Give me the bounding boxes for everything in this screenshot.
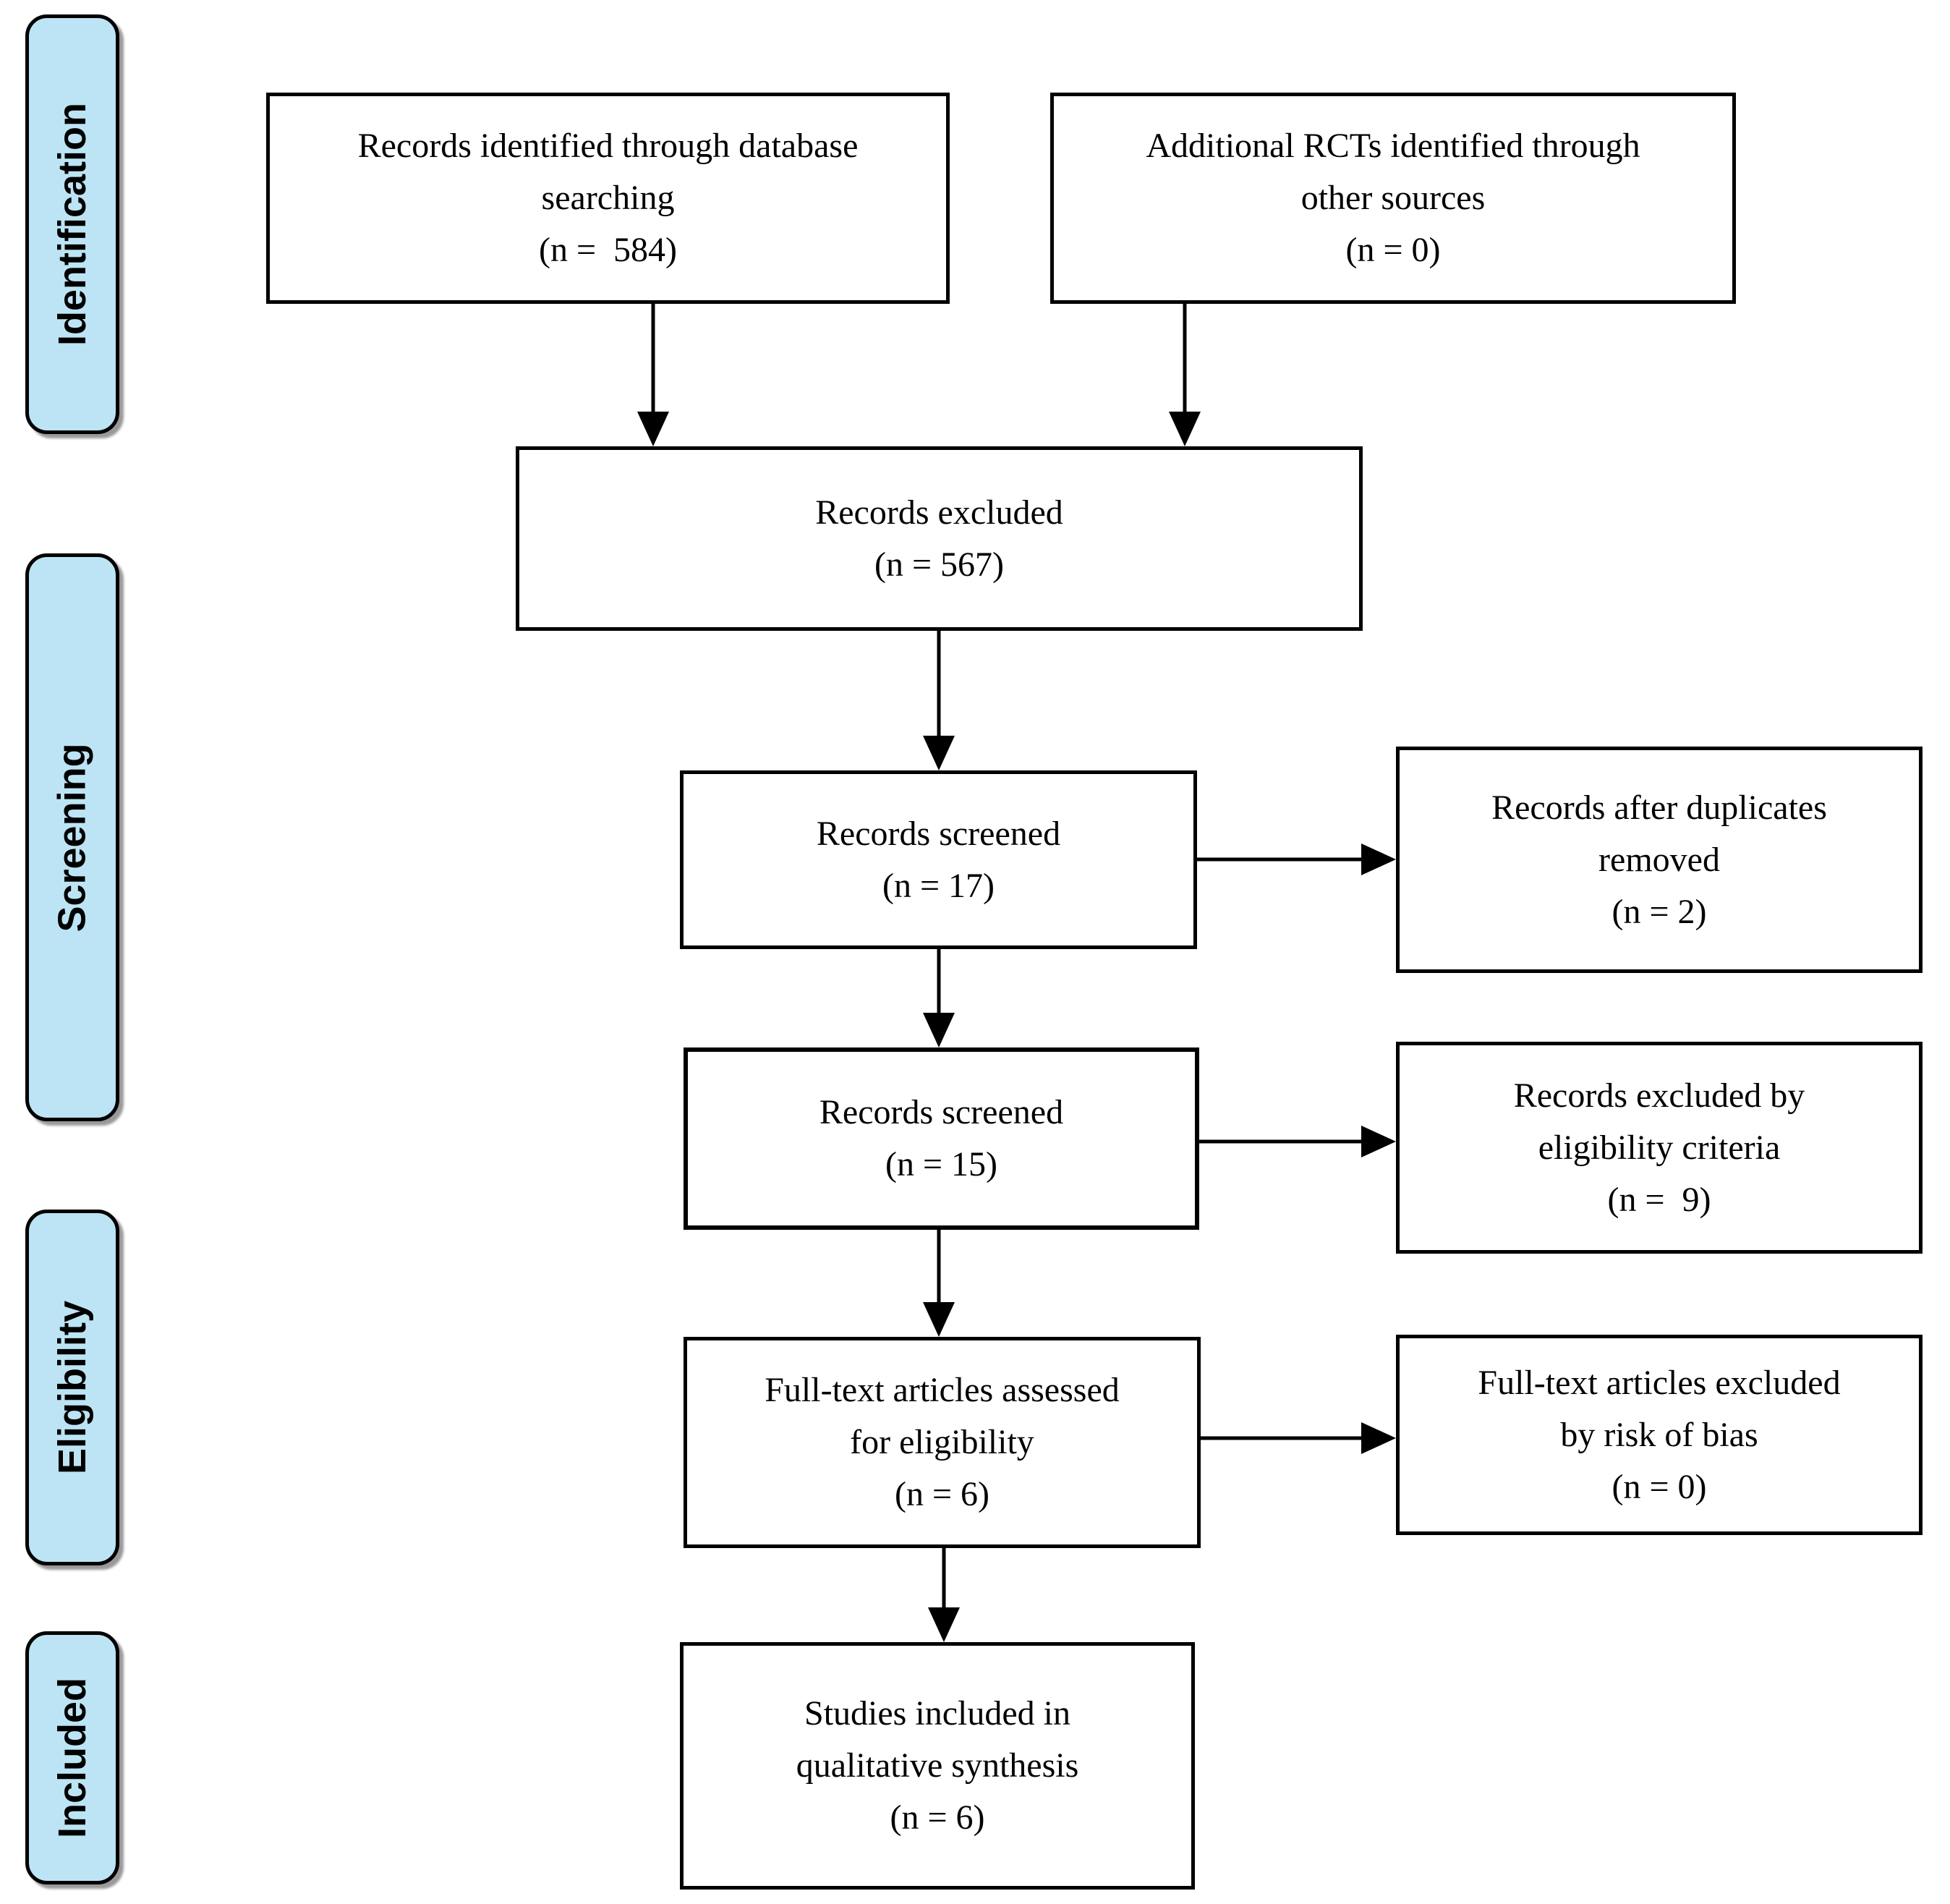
stage-label-eligibility: Eligibility [25, 1210, 119, 1565]
arrowhead-down-icon [1169, 412, 1201, 446]
box-fulltext-assessed-eligibility: Full-text articles assessed for eligibil… [684, 1337, 1201, 1548]
box-records-excluded-eligibility-criteria-text: Records excluded by eligibility criteria… [1513, 1076, 1805, 1219]
arrow-shaft [937, 949, 941, 1016]
stage-label-screening: Screening [25, 553, 119, 1121]
arrow-screened-17-to-screened-15 [923, 949, 955, 1047]
arrowhead-down-icon [923, 736, 955, 770]
arrow-records-excluded-to-screened-17 [923, 631, 955, 770]
stage-label-included-text: Included [51, 1677, 95, 1839]
arrow-shaft [1183, 304, 1187, 415]
arrow-shaft [1199, 1139, 1364, 1144]
arrow-other-sources-to-records-excluded [1169, 304, 1201, 446]
arrow-shaft [1201, 1436, 1364, 1440]
box-additional-rcts-other-sources: Additional RCTs identified through other… [1050, 93, 1736, 304]
arrow-shaft [942, 1548, 946, 1610]
box-records-identified-database-text: Records identified through database sear… [357, 127, 859, 269]
box-records-after-duplicates-removed-text: Records after duplicates removed (n = 2) [1491, 788, 1827, 931]
arrow-fulltext-to-excluded-risk-of-bias [1201, 1422, 1396, 1454]
arrow-fulltext-to-included [928, 1548, 960, 1642]
box-fulltext-excluded-risk-of-bias: Full-text articles excluded by risk of b… [1396, 1335, 1923, 1535]
box-additional-rcts-other-sources-text: Additional RCTs identified through other… [1146, 127, 1640, 269]
box-records-excluded: Records excluded (n = 567) [516, 446, 1363, 631]
stage-label-eligibility-text: Eligibility [51, 1300, 94, 1475]
arrow-shaft [937, 1230, 941, 1305]
box-fulltext-excluded-risk-of-bias-text: Full-text articles excluded by risk of b… [1478, 1363, 1841, 1506]
arrow-screened-15-to-excluded-eligibility [1199, 1126, 1396, 1157]
stage-label-identification: Identification [25, 14, 119, 434]
arrowhead-right-icon [1361, 843, 1396, 875]
arrowhead-down-icon [637, 412, 669, 446]
arrow-shaft [651, 304, 655, 415]
box-records-after-duplicates-removed: Records after duplicates removed (n = 2) [1396, 747, 1923, 973]
box-studies-included-qualitative-synthesis-text: Studies included in qualitative synthesi… [796, 1694, 1079, 1837]
stage-label-identification-text: Identification [51, 103, 94, 346]
box-records-screened-17-text: Records screened (n = 17) [816, 814, 1061, 905]
box-records-screened-17: Records screened (n = 17) [680, 770, 1197, 949]
arrowhead-down-icon [923, 1013, 955, 1047]
box-records-screened-15: Records screened (n = 15) [684, 1047, 1199, 1230]
arrow-screened-15-to-fulltext [923, 1230, 955, 1337]
arrow-shaft [937, 631, 941, 739]
arrowhead-right-icon [1361, 1126, 1396, 1157]
stage-label-screening-text: Screening [51, 742, 94, 932]
box-records-excluded-eligibility-criteria: Records excluded by eligibility criteria… [1396, 1042, 1923, 1254]
box-fulltext-assessed-eligibility-text: Full-text articles assessed for eligibil… [765, 1371, 1120, 1513]
box-records-screened-15-text: Records screened (n = 15) [819, 1093, 1064, 1183]
arrowhead-down-icon [923, 1302, 955, 1337]
arrow-database-to-records-excluded [637, 304, 669, 446]
box-records-identified-database: Records identified through database sear… [266, 93, 950, 304]
arrow-shaft [1197, 857, 1364, 862]
arrow-screened-17-to-duplicates-removed [1197, 843, 1396, 875]
box-records-excluded-text: Records excluded (n = 567) [815, 493, 1063, 584]
box-studies-included-qualitative-synthesis: Studies included in qualitative synthesi… [680, 1642, 1195, 1890]
stage-label-included: Included [25, 1631, 119, 1884]
arrowhead-right-icon [1361, 1422, 1396, 1454]
arrowhead-down-icon [928, 1607, 960, 1642]
